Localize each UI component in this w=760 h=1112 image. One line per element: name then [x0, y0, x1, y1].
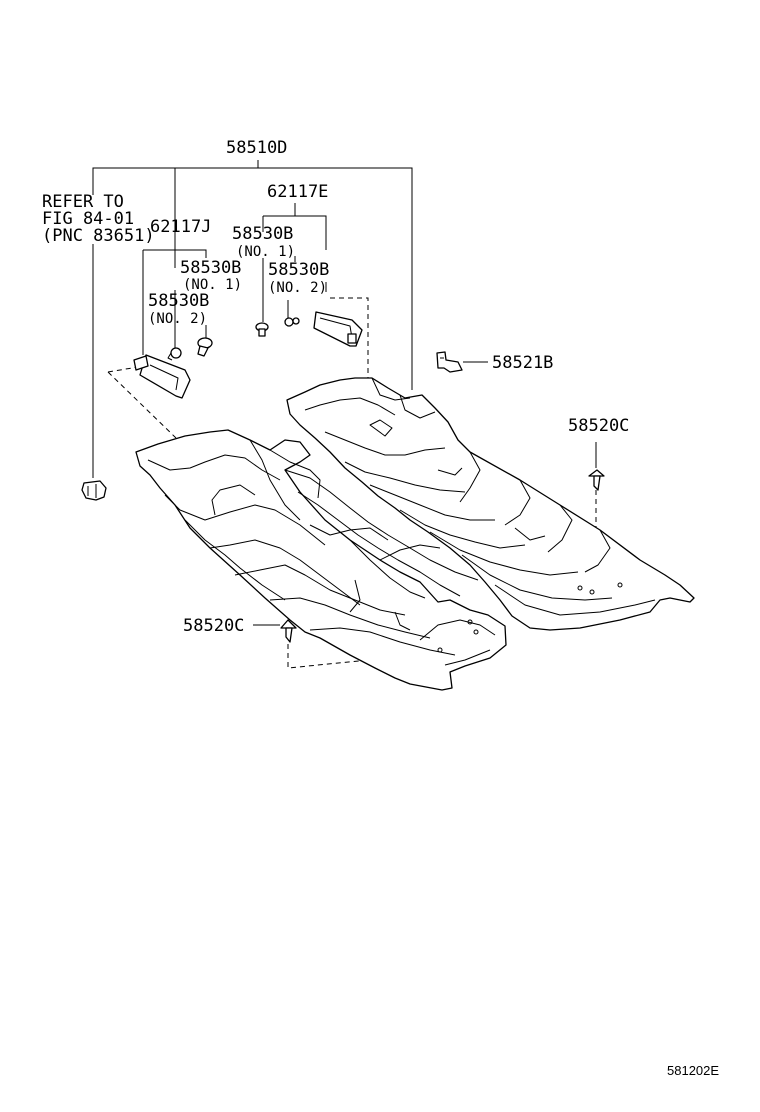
figure-code: 581202E	[667, 1063, 719, 1078]
leader-lines	[92, 160, 597, 626]
label-left-58530b-no2: 58530B	[148, 291, 209, 311]
clip-upper-icon	[588, 469, 605, 491]
label-right-58530b-no2: 58530B	[268, 260, 329, 280]
label-62117j: 62117J	[150, 217, 211, 237]
label-58520c-upper: 58520C	[568, 416, 629, 436]
fastener-right-no2-icon	[284, 317, 300, 327]
clip-icon	[81, 480, 107, 501]
label-62117e: 62117E	[267, 182, 328, 202]
label-right-no1-note: (NO. 1)	[236, 244, 295, 260]
label-refer-to-line1: REFER TO	[42, 192, 124, 212]
plate-right-icon	[313, 311, 363, 347]
plate-left-icon	[133, 354, 191, 399]
label-right-no2-note: (NO. 2)	[268, 280, 327, 296]
fastener-left-no1-icon	[167, 347, 182, 361]
label-58520c-lower: 58520C	[183, 616, 244, 636]
bracket-icon	[436, 351, 463, 373]
label-58510d: 58510D	[226, 138, 287, 158]
fastener-left-no2-icon	[197, 337, 213, 357]
callout-labels: 58510D REFER TO FIG 84-01 (PNC 83651) 62…	[42, 138, 719, 1078]
label-left-58530b-no1: 58530B	[180, 258, 241, 278]
label-refer-to-line3: (PNC 83651)	[42, 226, 155, 246]
label-left-no1-note: (NO. 1)	[183, 277, 242, 293]
hardware-parts	[81, 311, 605, 643]
label-refer-to-line2: FIG 84-01	[42, 209, 134, 229]
clip-lower-icon	[280, 619, 297, 643]
label-58521b: 58521B	[492, 353, 553, 373]
fastener-right-no1-icon	[255, 322, 269, 337]
label-left-no2-note: (NO. 2)	[148, 311, 207, 327]
label-right-58530b-no1: 58530B	[232, 224, 293, 244]
floor-carpet-illustration	[135, 377, 695, 691]
